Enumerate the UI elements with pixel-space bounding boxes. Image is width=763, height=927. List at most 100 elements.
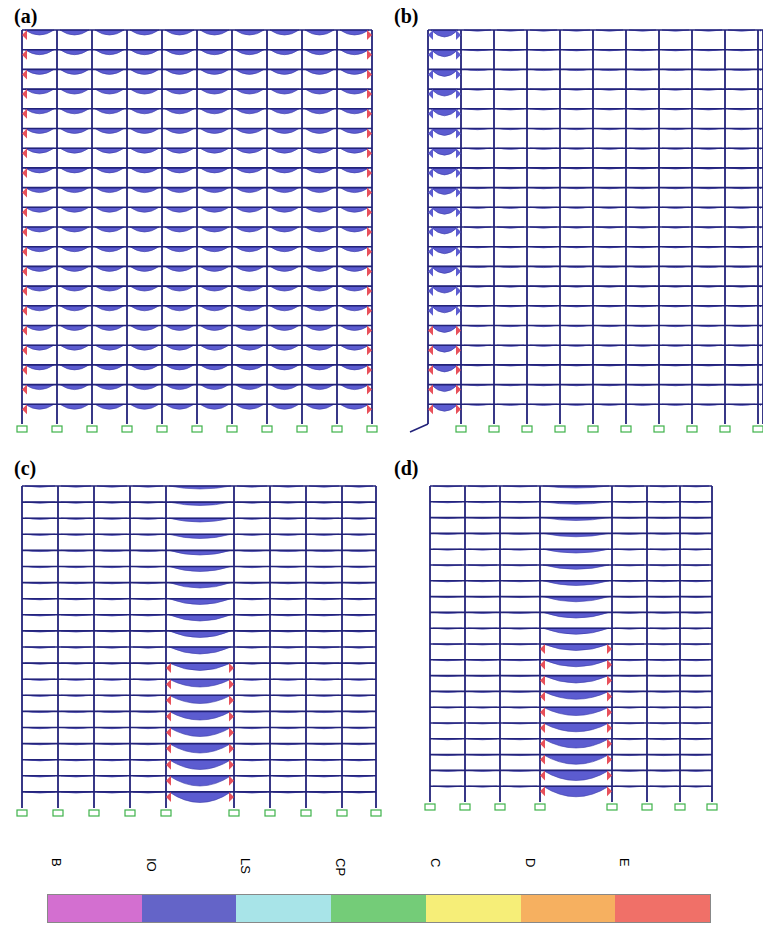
legend-label: IO xyxy=(145,858,158,872)
beam xyxy=(428,108,763,110)
plastic-hinge xyxy=(540,786,545,796)
plastic-hinge xyxy=(367,89,372,99)
support-symbol xyxy=(425,804,435,810)
deformed-column xyxy=(410,424,428,432)
plastic-hinge xyxy=(456,30,461,40)
plastic-hinge xyxy=(367,266,372,276)
moment-diagram xyxy=(431,227,458,234)
plastic-hinge xyxy=(428,404,433,414)
legend-label: D xyxy=(524,858,537,867)
plastic-hinge xyxy=(540,691,545,701)
beam xyxy=(430,501,712,503)
moment-diagram xyxy=(543,707,609,715)
beam xyxy=(430,627,712,629)
plastic-hinge xyxy=(607,739,612,749)
plastic-hinge xyxy=(607,660,612,670)
column xyxy=(341,486,343,808)
column xyxy=(129,486,131,808)
beam xyxy=(430,643,712,645)
support-symbol xyxy=(265,810,275,816)
moment-diagram xyxy=(169,583,231,588)
beam xyxy=(22,582,376,584)
column xyxy=(161,30,163,424)
legend-label: CP xyxy=(334,858,347,876)
plastic-hinge xyxy=(367,69,372,79)
beam xyxy=(430,596,712,598)
support-symbol xyxy=(87,426,97,432)
moment-diagram xyxy=(431,89,458,96)
plastic-hinge xyxy=(166,760,171,770)
plastic-hinge xyxy=(428,227,433,237)
support-symbol xyxy=(89,810,99,816)
plastic-hinge xyxy=(456,129,461,139)
frame xyxy=(425,486,717,810)
column xyxy=(526,30,528,424)
plastic-hinge xyxy=(22,286,27,296)
support-symbol xyxy=(535,804,545,810)
plastic-hinge xyxy=(166,792,171,802)
moment-diagram xyxy=(169,792,231,803)
moment-diagram xyxy=(169,760,231,770)
column xyxy=(21,486,23,808)
moment-diagram xyxy=(543,660,609,667)
plastic-hinge xyxy=(540,707,545,717)
plastic-hinge xyxy=(367,385,372,395)
moment-diagram xyxy=(169,631,231,638)
moment-diagram xyxy=(169,599,231,605)
moment-diagram xyxy=(543,723,609,732)
legend-label: E xyxy=(618,858,631,867)
column xyxy=(336,30,338,424)
plastic-hinge xyxy=(456,69,461,79)
beam xyxy=(430,485,712,487)
panel-label: (a) xyxy=(14,6,37,26)
plastic-hinge xyxy=(540,739,545,749)
plastic-hinge xyxy=(540,755,545,765)
legend-swatch xyxy=(426,894,521,923)
plastic-hinge xyxy=(428,345,433,355)
plastic-hinge xyxy=(428,266,433,276)
support-symbol xyxy=(495,804,505,810)
plastic-hinge xyxy=(22,326,27,336)
moment-diagram xyxy=(431,286,458,293)
plastic-hinge xyxy=(166,776,171,786)
beam xyxy=(22,727,376,729)
plastic-hinge xyxy=(428,30,433,40)
beam xyxy=(22,791,376,793)
support-symbol xyxy=(720,426,730,432)
column xyxy=(305,486,307,808)
beam xyxy=(428,325,763,327)
column xyxy=(724,30,726,424)
beam xyxy=(428,305,763,307)
support-symbol xyxy=(332,426,342,432)
moment-diagram xyxy=(431,69,458,76)
plastic-hinge xyxy=(456,345,461,355)
beam xyxy=(22,630,376,632)
support-symbol xyxy=(161,810,171,816)
column xyxy=(427,30,429,424)
moment-diagram xyxy=(169,663,231,670)
support-symbol xyxy=(122,426,132,432)
plastic-hinge xyxy=(229,744,234,754)
plastic-hinge xyxy=(229,760,234,770)
support-symbol xyxy=(675,804,685,810)
plastic-hinge xyxy=(22,148,27,158)
beam xyxy=(428,187,763,189)
beam xyxy=(428,147,763,149)
beam xyxy=(430,580,712,582)
plastic-hinge xyxy=(607,770,612,780)
column xyxy=(56,30,58,424)
plastic-hinge xyxy=(428,326,433,336)
support-symbol xyxy=(367,426,377,432)
beam xyxy=(428,384,763,386)
plastic-hinge xyxy=(428,385,433,395)
legend-label: C xyxy=(429,858,442,867)
beam xyxy=(430,722,712,724)
beam xyxy=(22,533,376,535)
beam xyxy=(22,678,376,680)
beam xyxy=(22,759,376,761)
plastic-hinge xyxy=(367,109,372,119)
support-symbol xyxy=(621,426,631,432)
column xyxy=(269,486,271,808)
plastic-hinge xyxy=(456,266,461,276)
support-symbol xyxy=(125,810,135,816)
